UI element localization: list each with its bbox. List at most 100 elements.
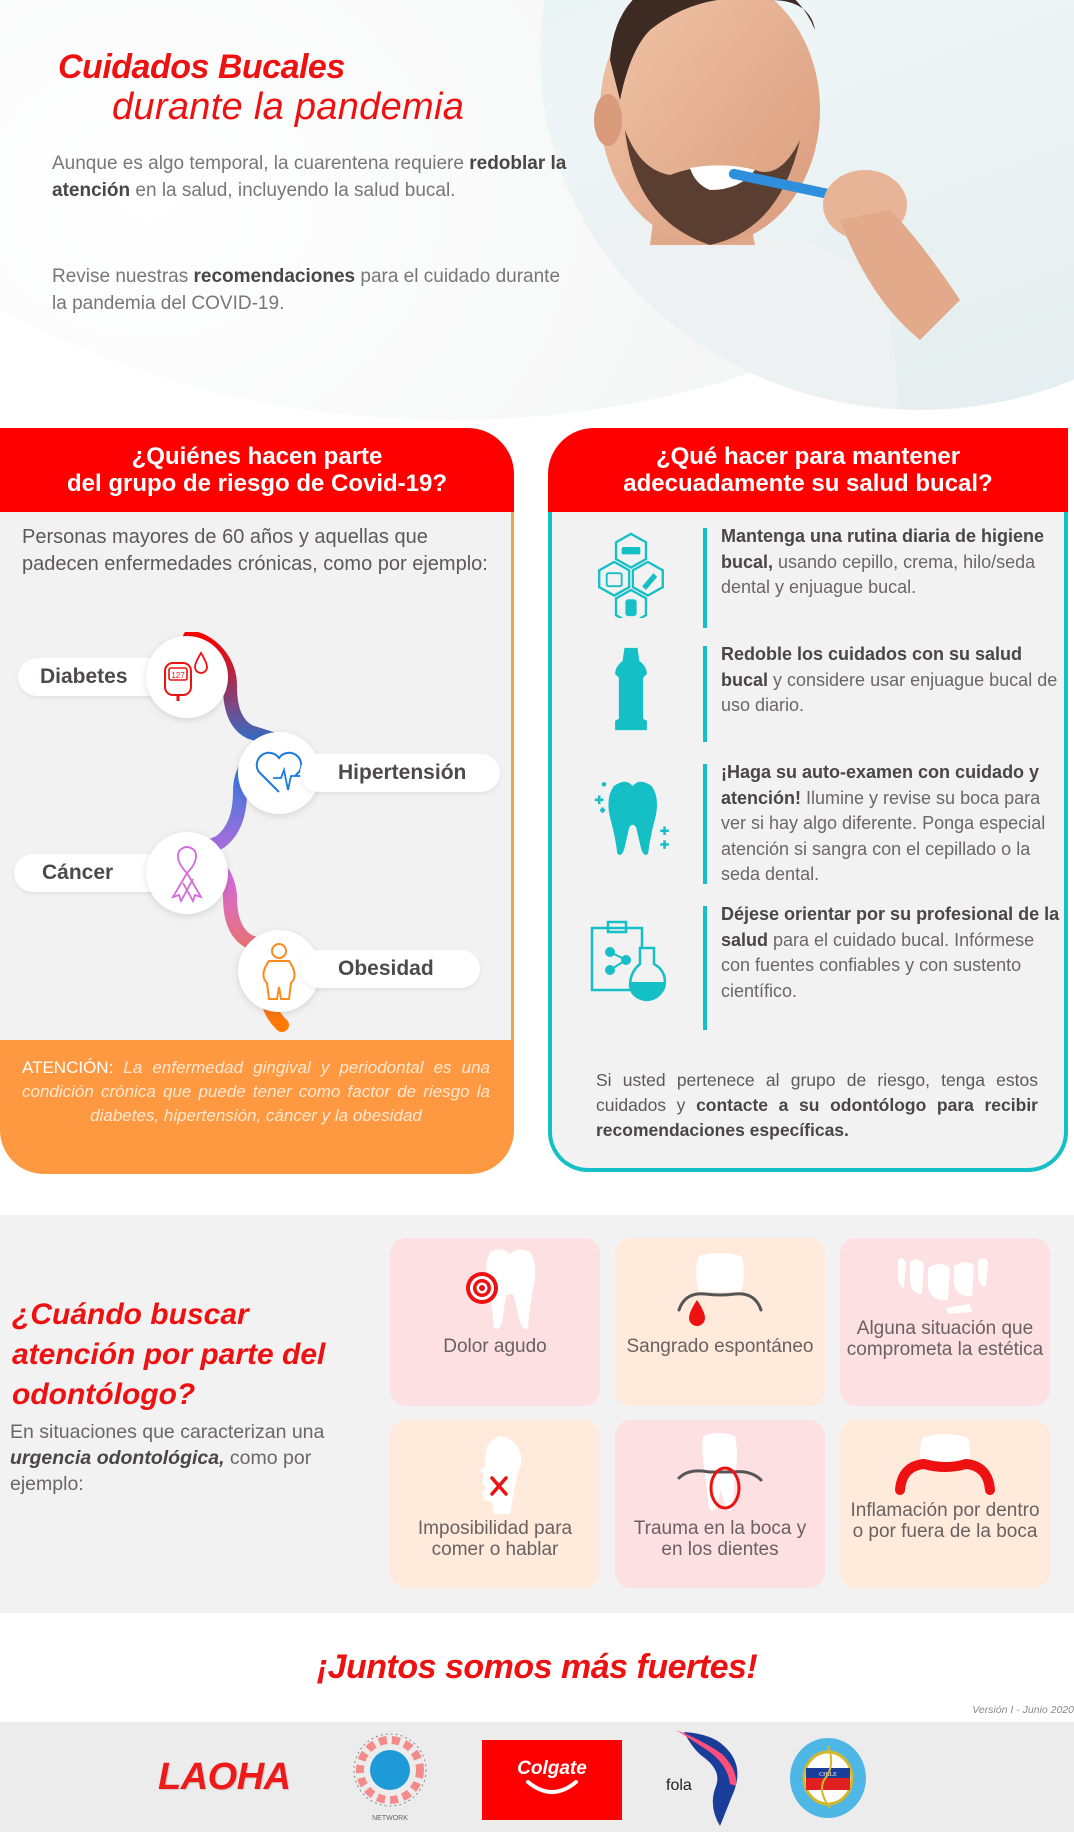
svg-text:127: 127 <box>171 671 185 680</box>
emergency-tile-estetica: Alguna situación que comprometa la estét… <box>840 1238 1050 1406</box>
colgate-logo-text: Colgate <box>517 1758 587 1779</box>
condition-label-cancer: Cáncer <box>42 861 114 884</box>
hero-subtitle: durante la pandemia <box>112 86 465 128</box>
tooth-fracture-icon <box>677 1433 763 1511</box>
condition-pill-obesidad: Obesidad <box>300 950 480 988</box>
svg-text:NETWORK: NETWORK <box>372 1815 408 1822</box>
tip-body: Ilumine y revise su boca para ver si hay… <box>721 787 1046 885</box>
emergency-subtitle-text: En situaciones que caracterizan una <box>10 1421 325 1443</box>
emergency-subtitle-bold: urgencia odontológica, <box>10 1447 225 1469</box>
emergency-subtitle-text-after: como por ejemplo: <box>10 1447 312 1495</box>
condition-node-cancer <box>146 832 228 914</box>
head-jaw-x-icon <box>480 1436 522 1514</box>
sparkling-tooth-icon <box>594 781 669 856</box>
hero-paragraph-2: Revise nuestras recomendaciones para el … <box>52 263 572 317</box>
inflamed-gum-icon <box>895 1434 995 1495</box>
closing-text: Si usted pertenece al grupo de riesgo, t… <box>596 1070 1038 1115</box>
tip-divider <box>703 646 707 742</box>
emergency-subtitle: En situaciones que caracterizan una urge… <box>10 1419 360 1497</box>
tile-label: Dolor agudo <box>443 1336 547 1357</box>
laoha-logo: LAOHA <box>158 1756 291 1798</box>
risk-group-header: ¿Quiénes hacen parte del grupo de riesgo… <box>0 428 514 512</box>
tile-label: Imposibilidad para comer o hablar <box>417 1518 573 1560</box>
hero-p1-bold: redoblar la atención <box>52 153 567 201</box>
tile-label: Sangrado espontáneo <box>626 1336 814 1357</box>
svg-text:fola: fola <box>666 1777 692 1794</box>
condition-label-obesidad: Obesidad <box>338 957 434 980</box>
chile-dental-college-logo: CHILE <box>790 1738 866 1818</box>
tip-text: Redoble los cuidados con su salud bucal … <box>721 642 1061 719</box>
hero-p1-text-after: en la salud, incluyendo la salud bucal. <box>130 180 456 201</box>
risk-group-body: Personas mayores de 60 años y aquellas q… <box>0 512 514 1042</box>
colgate-logo: Colgate <box>482 1740 622 1820</box>
oral-health-header: ¿Qué hacer para mantener adecuadamente s… <box>548 428 1068 512</box>
risk-group-header-line1: ¿Quiénes hacen parte <box>131 443 383 470</box>
oral-health-header-line1: ¿Qué hacer para mantener <box>655 443 961 470</box>
partner-logos-footer: LAOHA NETWORK Colgate fola CHILE <box>0 1722 1074 1832</box>
conditions-chain: Diabetes 127 Hipertensión <box>0 632 514 1032</box>
gum-bleeding-icon <box>677 1253 763 1326</box>
risk-group-card: ¿Quiénes hacen parte del grupo de riesgo… <box>0 428 514 1174</box>
ribbon-icon <box>171 846 203 903</box>
tip-body: usando cepillo, crema, hilo/seda dental … <box>721 551 1036 598</box>
hygiene-kit-icon <box>598 532 664 618</box>
heart-pulse-icon <box>255 751 303 793</box>
oral-health-body: Mantenga una rutina diaria de higiene bu… <box>548 512 1068 1172</box>
tip-bold: Redoble los cuidados con su salud bucal <box>721 644 1023 690</box>
hero-photo <box>540 0 1074 410</box>
clipboard-flask-icon <box>590 920 667 1002</box>
tile-label: Alguna situación que comprometa la estét… <box>846 1318 1044 1360</box>
oral-health-header-line2: adecuadamente su salud bucal? <box>623 470 993 497</box>
obese-person-icon <box>262 943 296 1000</box>
tile-label: Inflamación por dentro o por fuera de la… <box>850 1500 1040 1542</box>
tip-divider <box>703 906 707 1030</box>
fola-logo: fola <box>666 1730 738 1826</box>
hero-p2-bold: recomendaciones <box>193 266 356 287</box>
tip-divider <box>703 528 707 628</box>
tip-text: ¡Haga su auto-examen con cuidado y atenc… <box>721 760 1061 888</box>
tip-item: Déjese orientar por su profesional de la… <box>552 904 1068 1030</box>
condition-node-diabetes: 127 <box>146 636 228 718</box>
attention-label: ATENCIÓN: <box>22 1058 114 1077</box>
condition-pill-hipertension: Hipertensión <box>300 754 500 792</box>
hero-section: Cuidados Bucales durante la pandemia Aun… <box>0 0 1074 420</box>
tooth-pain-icon <box>466 1249 536 1330</box>
tile-label: Trauma en la boca y en los dientes <box>633 1518 807 1560</box>
emergency-section: ¿Cuándo buscar atención por parte del od… <box>0 1215 1074 1613</box>
hero-p1-text: Aunque es algo temporal, la cuarentena r… <box>52 153 470 174</box>
colgate-smile-icon <box>526 1780 578 1794</box>
tip-body: y considere usar enjuague bucal de uso d… <box>721 669 1058 716</box>
man-brushing-teeth-photo <box>540 0 960 410</box>
emergency-tile-trauma: Trauma en la boca y en los dientes <box>615 1420 825 1588</box>
broken-teeth-icon <box>898 1258 988 1314</box>
hero-title: Cuidados Bucales <box>58 48 345 86</box>
caribbean-oral-health-logo: NETWORK <box>353 1733 427 1822</box>
hero-p2-text: Revise nuestras <box>52 266 194 287</box>
tip-divider <box>703 764 707 884</box>
mouthwash-bottle-icon <box>615 647 647 731</box>
emergency-title: ¿Cuándo buscar atención por parte del od… <box>12 1298 326 1411</box>
tip-item: Mantenga una rutina diaria de higiene bu… <box>552 526 1068 628</box>
tip-bold: ¡Haga su auto-examen con cuidado y atenc… <box>721 762 1040 808</box>
attention-text: La enfermedad gingival y periodontal es … <box>22 1058 490 1125</box>
attention-note: ATENCIÓN: La enfermedad gingival y perio… <box>0 1040 514 1174</box>
tip-body: para el cuidado bucal. Infórmese con fue… <box>721 929 1035 1001</box>
closing-bold: contacte a su odontólogo para recibir re… <box>596 1095 1038 1140</box>
tip-text: Mantenga una rutina diaria de higiene bu… <box>721 524 1061 601</box>
tip-bold: Mantenga una rutina diaria de higiene bu… <box>721 526 1045 572</box>
closing-note: Si usted pertenece al grupo de riesgo, t… <box>596 1068 1038 1143</box>
tip-item: ¡Haga su auto-examen con cuidado y atenc… <box>552 762 1068 884</box>
slogan: ¡Juntos somos más fuertes! <box>316 1648 758 1686</box>
oral-health-card: ¿Qué hacer para mantener adecuadamente s… <box>548 428 1068 1172</box>
hero-p2-text-after: para el cuidado durante la pandemia del … <box>52 266 561 314</box>
version-label: Versión I - Junio 2020 <box>972 1704 1074 1716</box>
tip-bold: Déjese orientar por su profesional de la… <box>721 904 1060 950</box>
glucometer-icon: 127 <box>164 651 208 701</box>
risk-group-intro: Personas mayores de 60 años y aquellas q… <box>22 526 488 575</box>
emergency-tile-comer-hablar: Imposibilidad para comer o hablar <box>390 1420 600 1588</box>
condition-label-diabetes: Diabetes <box>40 665 128 688</box>
emergency-tile-dolor: Dolor agudo <box>390 1238 600 1406</box>
emergency-tile-inflamacion: Inflamación por dentro o por fuera de la… <box>840 1420 1050 1588</box>
emergency-tile-sangrado: Sangrado espontáneo <box>615 1238 825 1406</box>
hero-paragraph-1: Aunque es algo temporal, la cuarentena r… <box>52 150 572 204</box>
